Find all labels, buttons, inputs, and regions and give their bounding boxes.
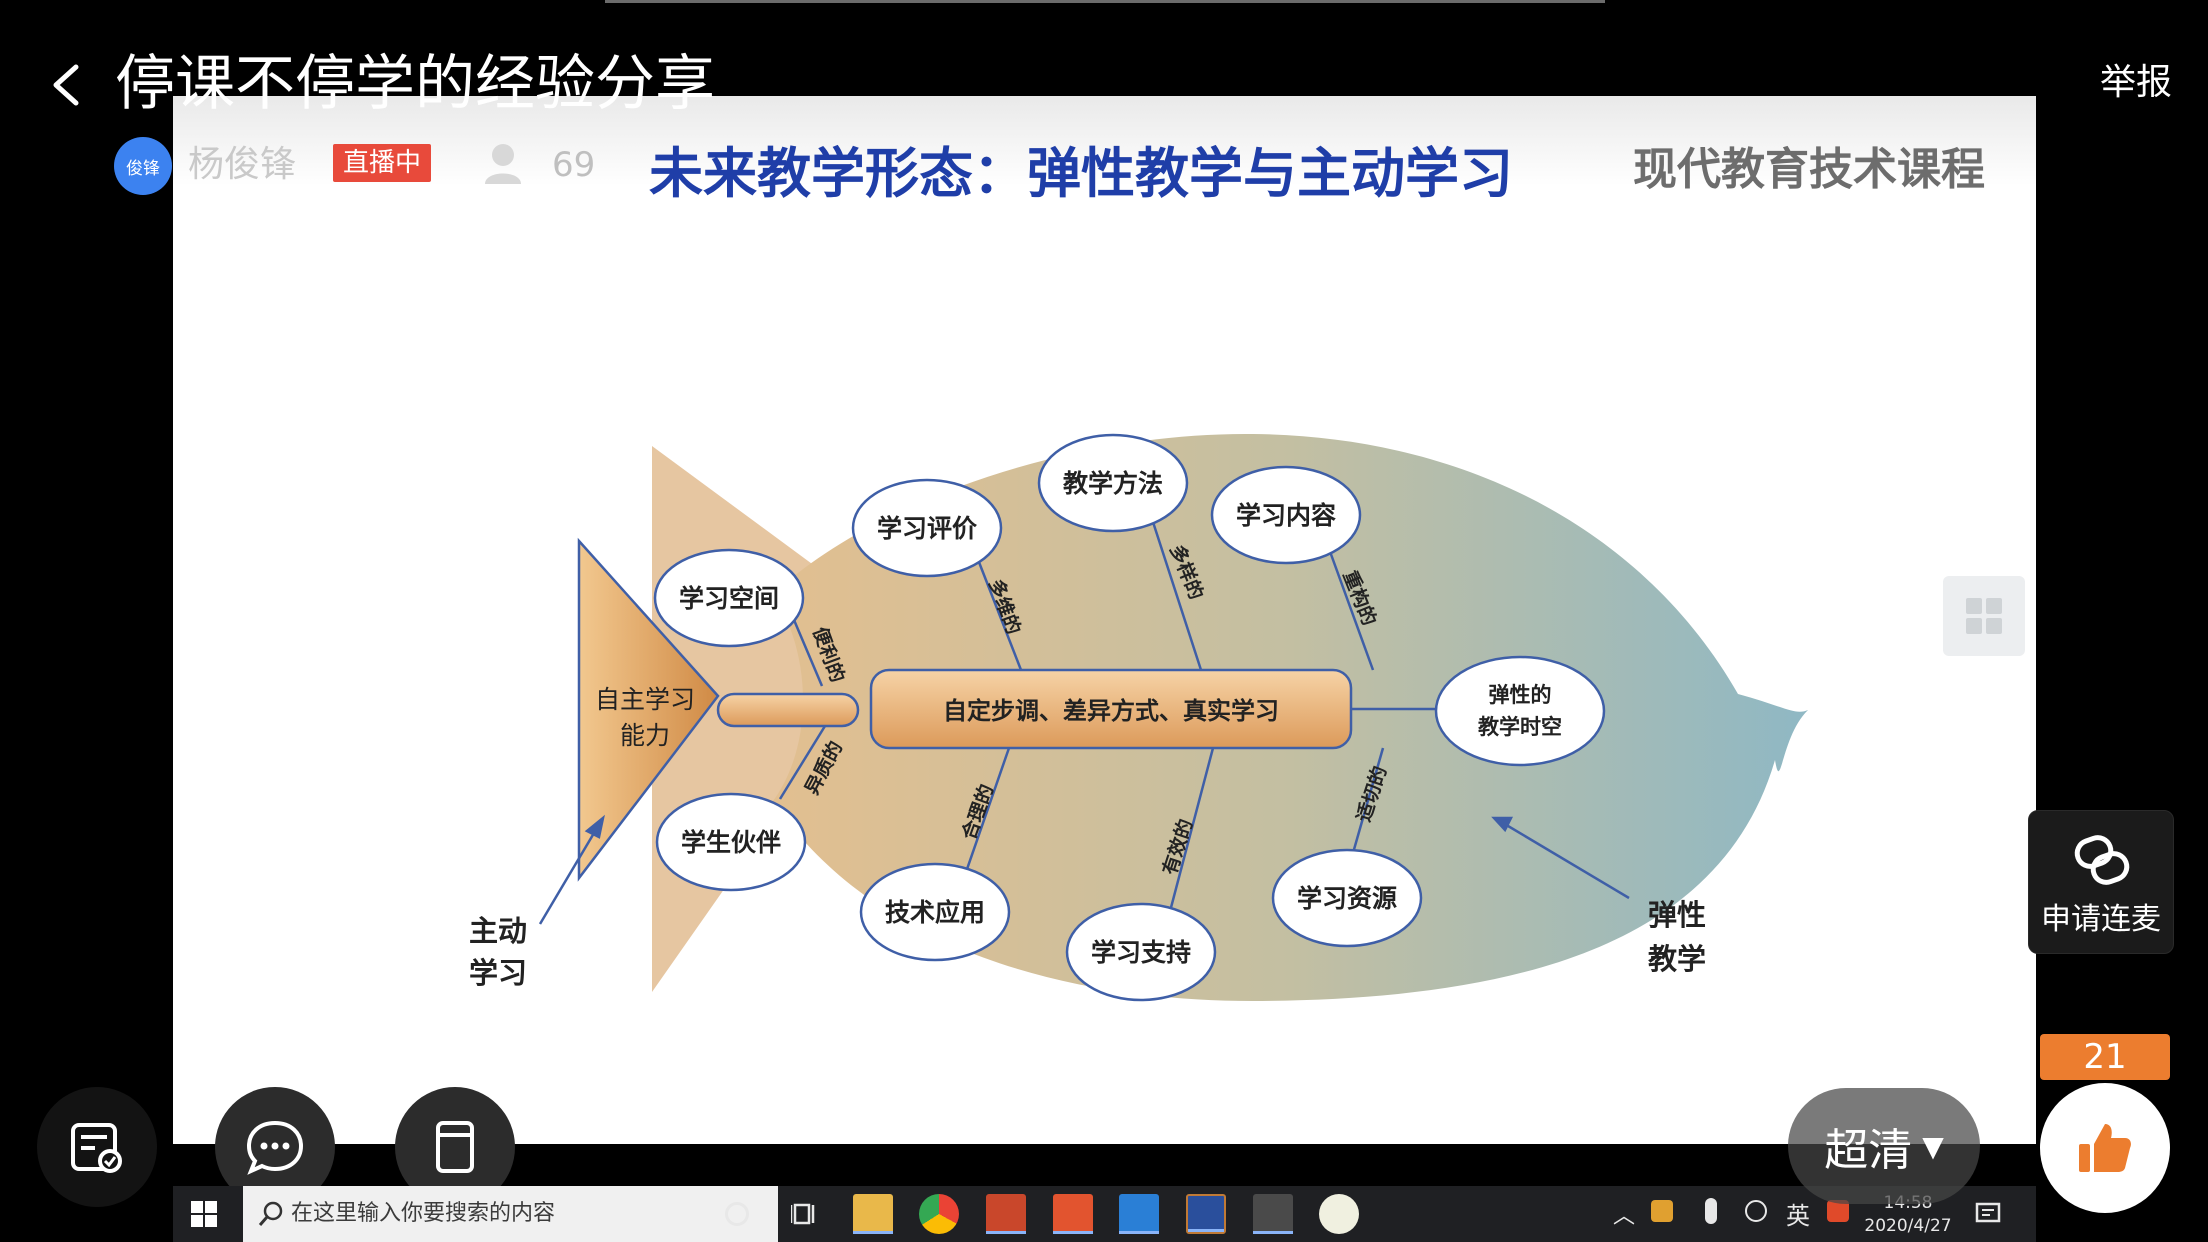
fishbone-diagram: 自主学习 能力 自定步调、差异方式、真实学习 便利的 多维的 多样的 重构的 异… xyxy=(469,433,1808,1002)
avatar-text: 俊锋 xyxy=(126,158,160,179)
viewer-count: 69 xyxy=(552,145,596,185)
app-circle-icon[interactable] xyxy=(1319,1194,1359,1234)
search-placeholder: 在这里输入你要搜索的内容 xyxy=(291,1201,556,1226)
windows-taskbar: 在这里输入你要搜索的内容 ︿ 英 14:58 2020/4/27 xyxy=(173,1186,2036,1242)
active-learning-arrow xyxy=(538,827,599,925)
notes-button[interactable] xyxy=(37,1087,157,1207)
node-label-teaching-method: 教学方法 xyxy=(1063,469,1163,498)
branch-line-2 xyxy=(975,556,1023,671)
request-mic-link-button[interactable]: 申请连麦 xyxy=(2028,810,2174,954)
node-label-peer: 学生伙伴 xyxy=(681,828,781,857)
cortana-icon[interactable] xyxy=(725,1202,749,1226)
fish-head xyxy=(577,537,720,882)
ime-indicator[interactable]: 英 xyxy=(1786,1202,1810,1230)
node-label-learning-support: 学习支持 xyxy=(1091,938,1191,967)
node-learning-resource xyxy=(1271,848,1423,948)
active-learning-arrowhead xyxy=(584,814,605,839)
shared-slide: 现代教育技术课程 未来教学形态：弹性教学与主动学习 自主学习 能力 xyxy=(173,96,2036,1144)
notes-check-icon xyxy=(71,1123,122,1173)
node-label-learning-space: 学习空间 xyxy=(679,584,779,613)
pen-icon[interactable] xyxy=(1745,1200,1767,1222)
head-label-line2: 能力 xyxy=(620,721,670,750)
live-title: 停课不停学的经验分享 xyxy=(115,49,715,119)
task-view-icon[interactable] xyxy=(789,1202,817,1226)
branch-line-5 xyxy=(778,725,827,800)
flexible-teaching-arrowhead xyxy=(1491,816,1514,833)
grid-icon xyxy=(1966,598,2002,634)
chat-bubble-icon xyxy=(246,1120,304,1175)
tray-chevron-icon[interactable]: ︿ xyxy=(1613,1204,1636,1229)
notification-center-icon[interactable] xyxy=(1975,1201,2001,1227)
taskbar-search-box[interactable]: 在这里输入你要搜索的内容 xyxy=(243,1186,778,1242)
windows-start-icon[interactable] xyxy=(191,1201,217,1227)
left-caption-line1: 主动 xyxy=(469,914,527,948)
spine-label: 自定步调、差异方式、真实学习 xyxy=(943,696,1279,725)
chevron-left-icon xyxy=(53,64,79,106)
branch-line-4 xyxy=(1326,545,1375,671)
report-button[interactable]: 举报 xyxy=(2100,62,2173,103)
tray-app-icon[interactable] xyxy=(1651,1200,1673,1222)
node-learning-content xyxy=(1210,465,1362,565)
quality-label: 超清 xyxy=(1824,1125,1913,1176)
like-button[interactable] xyxy=(2040,1083,2170,1213)
file-explorer-icon[interactable] xyxy=(853,1194,893,1234)
presentation-app-icon[interactable] xyxy=(1053,1194,1093,1234)
sogou-input-icon[interactable] xyxy=(1827,1200,1849,1222)
slide-title: 未来教学形态：弹性教学与主动学习 xyxy=(649,141,1513,205)
node-learning-eval xyxy=(851,478,1003,578)
node-learning-space xyxy=(653,548,805,648)
node-tech-use xyxy=(859,862,1011,962)
left-caption-line2: 学习 xyxy=(469,956,527,990)
branch-line-7 xyxy=(1161,747,1215,939)
right-caption-line1: 弹性 xyxy=(1648,898,1706,932)
card-icon xyxy=(436,1121,474,1173)
branch-line-3 xyxy=(1151,521,1203,671)
viewer-person-icon xyxy=(482,140,524,186)
course-watermark: 现代教育技术课程 xyxy=(1633,144,1985,195)
node-label-learning-eval: 学习评价 xyxy=(877,514,978,543)
right-caption-line2: 教学 xyxy=(1648,942,1706,976)
layout-toggle-button[interactable] xyxy=(1943,576,2025,656)
node-peer xyxy=(655,792,807,892)
clock-date[interactable]: 2020/4/27 xyxy=(1864,1216,1952,1236)
node-label-learning-content: 学习内容 xyxy=(1236,501,1336,530)
meeting-app-icon[interactable] xyxy=(1119,1194,1159,1234)
microphone-icon[interactable] xyxy=(1705,1198,1717,1224)
triangle-down-icon: ▼ xyxy=(1922,1129,1944,1163)
flexible-teaching-arrow xyxy=(1502,821,1630,900)
slide-header-band xyxy=(173,96,2036,186)
tail-label-line1: 弹性的 xyxy=(1489,682,1552,707)
node-label-tech-use: 技术应用 xyxy=(885,898,985,927)
head-label-line1: 自主学习 xyxy=(595,685,695,714)
powerpoint-icon[interactable] xyxy=(986,1194,1026,1234)
node-flexible-time xyxy=(1434,655,1606,767)
live-status-badge: 直播中 xyxy=(333,144,431,182)
like-count-badge: 21 xyxy=(2040,1034,2170,1080)
node-teaching-method xyxy=(1037,433,1189,533)
tail-label-line2: 教学时空 xyxy=(1478,714,1562,739)
thumbs-up-icon xyxy=(2079,1124,2131,1172)
link-icon xyxy=(2074,835,2130,885)
back-button[interactable] xyxy=(40,55,100,115)
top-divider xyxy=(605,0,1605,3)
search-icon xyxy=(258,1201,283,1226)
chrome-icon[interactable] xyxy=(919,1194,959,1234)
quality-selector[interactable]: 超清 ▼ xyxy=(1788,1088,1980,1204)
host-name[interactable]: 杨俊锋 xyxy=(188,144,297,185)
node-label-learning-resource: 学习资源 xyxy=(1297,884,1397,913)
node-learning-support xyxy=(1065,902,1217,1002)
video-player-icon[interactable] xyxy=(1253,1194,1293,1234)
university-app-icon[interactable] xyxy=(1186,1194,1226,1234)
host-avatar[interactable]: 俊锋 xyxy=(114,137,172,195)
spine-connector xyxy=(716,692,860,728)
mic-link-label: 申请连麦 xyxy=(2041,902,2161,937)
